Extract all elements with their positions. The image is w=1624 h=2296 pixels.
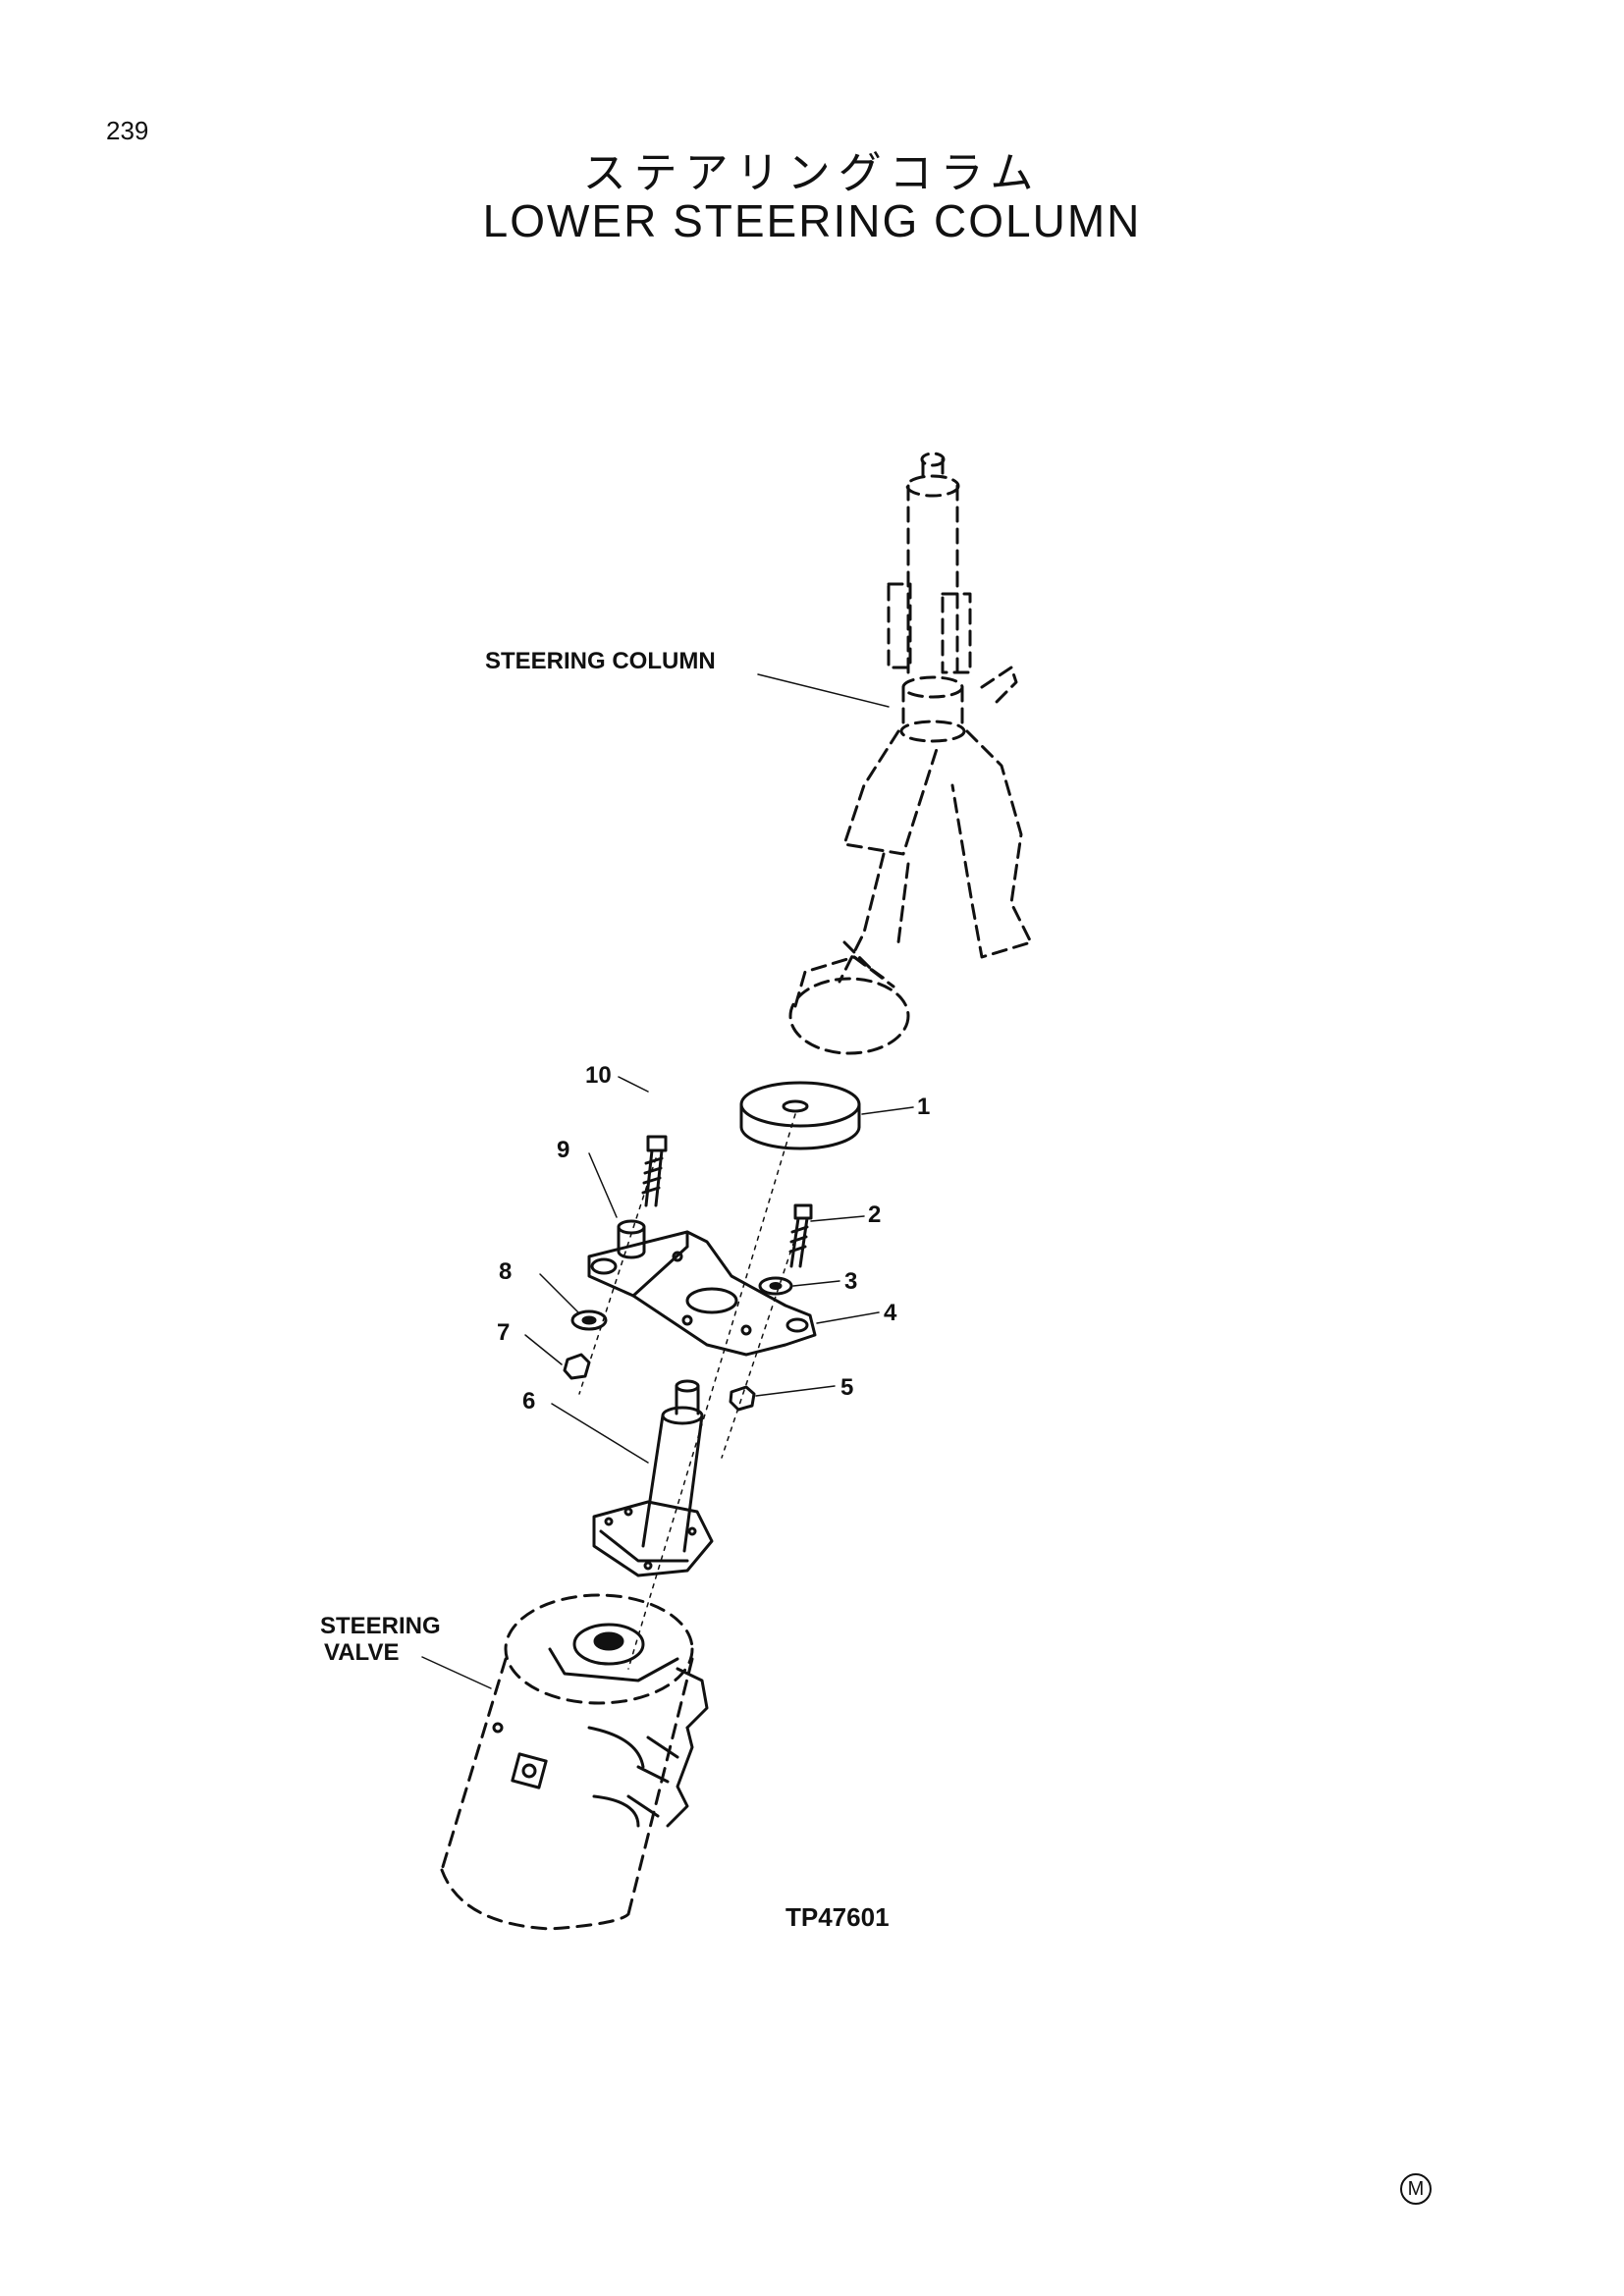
steering-column-label: STEERING COLUMN [485,648,716,674]
page-number: 239 [106,116,149,145]
part-9-spacer [617,1219,646,1259]
steering-valve-label-line2: VALVE [324,1639,400,1666]
callout-5: 5 [840,1374,854,1401]
part-7-nut [563,1353,591,1380]
part-1-disc [739,1081,861,1150]
assembly-axis-line [627,1113,796,1670]
callout-10: 10 [585,1062,612,1089]
callout-2: 2 [868,1201,882,1228]
callout-4: 4 [884,1300,897,1326]
steering-column-drawing [788,452,1033,1055]
callout-7: 7 [497,1319,511,1346]
figure-code: TP47601 [785,1902,890,1932]
callout-9: 9 [557,1137,570,1163]
callout-8: 8 [499,1258,513,1285]
part-8-washer [570,1309,608,1331]
callout-1: 1 [917,1094,931,1120]
bolt-axis-line-left [578,1157,657,1395]
callout-6: 6 [522,1388,536,1415]
leader-lines [421,673,914,1689]
callout-3: 3 [844,1268,858,1295]
part-4-bracket [587,1230,817,1357]
page-title-english: LOWER STEERING COLUMN [482,195,1142,246]
part-6-shaft [592,1379,714,1577]
page-title-japanese: ステアリングコラム [582,148,1042,198]
steering-valve-drawing [440,1593,709,1931]
part-3-washer [758,1276,793,1296]
steering-valve-label-line1: STEERING [320,1613,441,1639]
circled-m-mark: M [1400,2173,1432,2205]
part-5-nut [729,1385,756,1412]
part-10-bolt [641,1135,668,1207]
part-2-bolt [788,1203,813,1268]
bolt-axis-line-right [721,1231,798,1459]
